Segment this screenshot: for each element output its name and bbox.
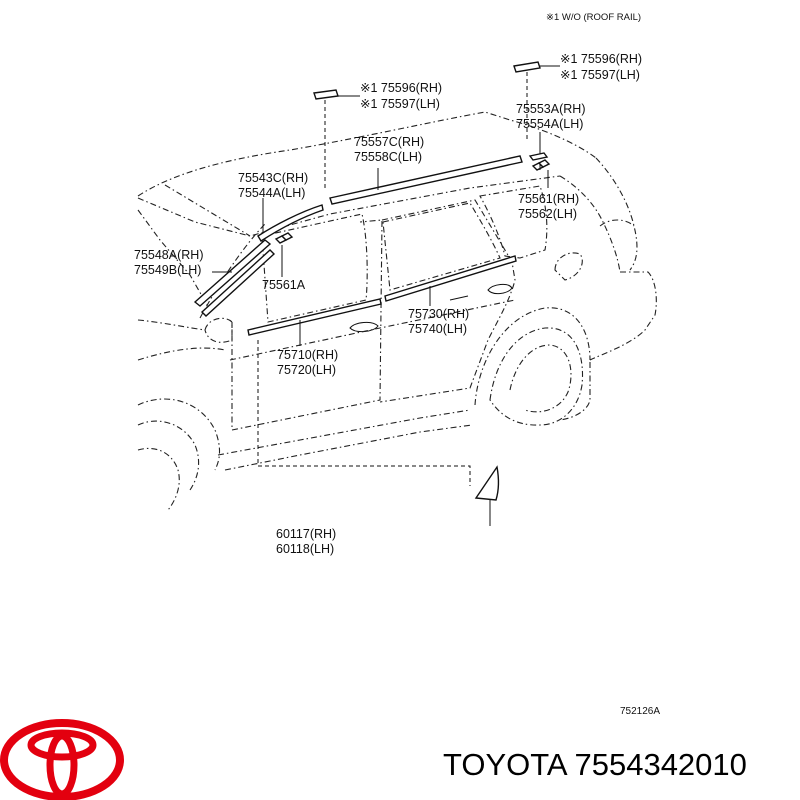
windshield-pillar-molding: [193, 239, 272, 307]
clip-75561a-b: [280, 232, 294, 241]
pillar-molding-inner: [200, 249, 276, 317]
rear-end-cap: [528, 152, 549, 161]
leader-lines: [212, 65, 560, 526]
label-75549b: 75549B(LH): [134, 263, 201, 277]
label-75596-mid: ※1 75596(RH): [360, 81, 442, 95]
label-75561a: 75561A: [262, 278, 306, 292]
label-60117: 60117(RH): [276, 527, 336, 541]
label-75558c: 75558C(LH): [354, 150, 422, 164]
label-75553a: 75553A(RH): [516, 102, 585, 116]
clip-75561-b: [537, 159, 551, 168]
vehicle-outline: [137, 111, 657, 511]
toyota-logo-icon: [0, 719, 124, 800]
label-75561: 75561(RH): [518, 192, 579, 206]
moldings: [193, 61, 551, 501]
roof-front-molding: [257, 204, 324, 242]
label-75543c: 75543C(RH): [238, 171, 308, 185]
label-75730: 75730(RH): [408, 307, 469, 321]
label-60118: 60118(LH): [276, 542, 334, 556]
label-75720: 75720(LH): [277, 363, 336, 377]
label-75597-top: ※1 75597(LH): [560, 68, 640, 82]
label-75557c: 75557C(RH): [354, 135, 424, 149]
brand-part-number: TOYOTA 7554342010: [443, 747, 747, 782]
label-75597-mid: ※1 75597(LH): [360, 97, 440, 111]
roof-drip-molding: [329, 155, 523, 205]
label-75562: 75562(LH): [518, 207, 577, 221]
label-75554a: 75554A(LH): [516, 117, 583, 131]
label-75596-top: ※1 75596(RH): [560, 52, 642, 66]
label-75740: 75740(LH): [408, 322, 467, 336]
note-text: ※1 W/O (ROOF RAIL): [546, 12, 641, 23]
labels: ※1 W/O (ROOF RAIL) ※1 75596(RH) ※1 75597…: [134, 12, 660, 717]
label-75710: 75710(RH): [277, 348, 338, 362]
roof-cover-rear: [513, 61, 541, 73]
roof-cover-front: [313, 89, 339, 100]
front-door-belt-molding: [247, 298, 382, 336]
diagram-reference-code: 752126A: [620, 706, 660, 717]
label-75544a: 75544A(LH): [238, 186, 305, 200]
front-door-garnish: [474, 465, 500, 501]
rear-door-belt-molding: [384, 255, 517, 302]
label-75548a: 75548A(RH): [134, 248, 203, 262]
